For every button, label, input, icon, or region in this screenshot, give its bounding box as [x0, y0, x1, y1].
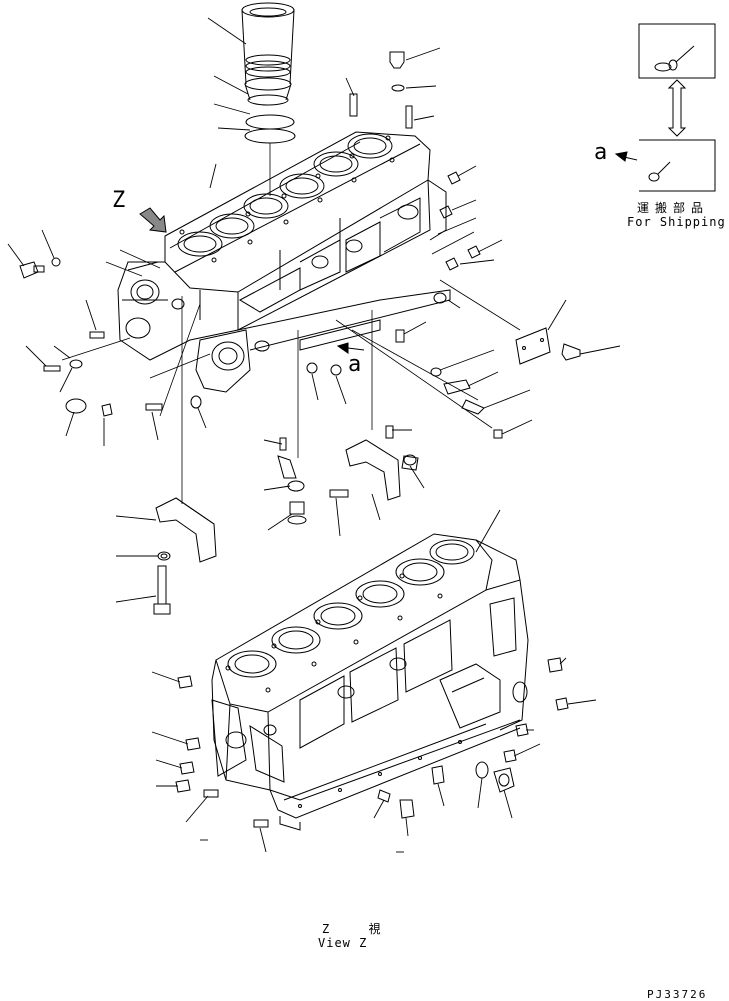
cylinder-liner — [242, 3, 295, 143]
assembly-lines-upper — [62, 143, 520, 504]
arrow-a-mid-icon — [338, 343, 364, 353]
inset-box-lower — [639, 140, 715, 191]
middle-small-parts — [278, 363, 418, 524]
plug-icon-upper — [655, 46, 694, 71]
arrow-a-icon — [616, 152, 637, 161]
upper-cylinder-block — [118, 132, 450, 392]
z-view-arrow-icon — [140, 208, 166, 232]
inset-box-upper — [639, 24, 715, 78]
view-caption-jp: Z 視 — [322, 922, 397, 936]
drawing-code: PJ33726 — [647, 988, 708, 1001]
plug-icon-lower — [649, 162, 670, 181]
detail-ref-lower-label: a — [348, 352, 362, 377]
left-small-parts — [20, 258, 201, 416]
shipping-parts-en-label: For Shipping — [627, 215, 726, 229]
lower-small-parts — [176, 658, 568, 827]
main-bearing-cap-right — [346, 440, 416, 500]
detail-ref-upper-label: a — [594, 140, 608, 165]
main-bearing-cap-left — [154, 498, 216, 614]
shipping-parts-jp-label: 運搬部品 — [637, 201, 710, 215]
top-right-small-parts — [350, 52, 480, 342]
view-direction-label: Z — [112, 188, 126, 213]
double-arrow-icon — [669, 80, 685, 136]
lower-cylinder-block — [212, 534, 528, 830]
shipping-inset — [616, 24, 715, 191]
leader-lines — [8, 18, 620, 852]
right-side-parts — [431, 328, 580, 438]
view-caption-en: View Z — [318, 936, 368, 950]
